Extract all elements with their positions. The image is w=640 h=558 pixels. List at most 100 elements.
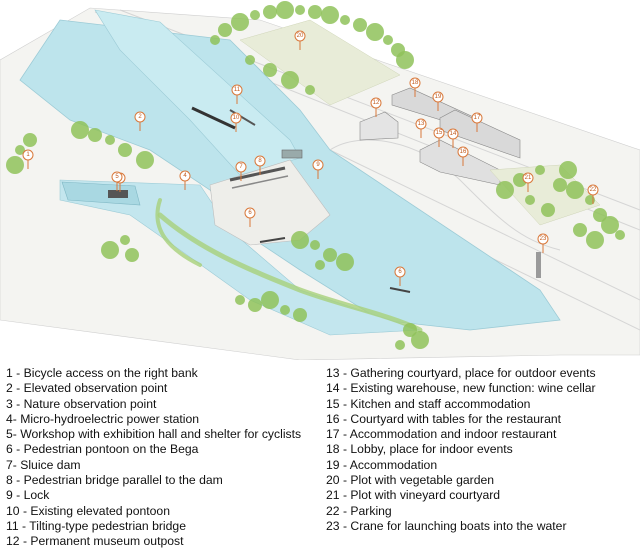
marker-circle bbox=[179, 170, 191, 182]
tree bbox=[295, 5, 305, 15]
tree bbox=[601, 216, 619, 234]
legend-item: 1 - Bicycle access on the right bank bbox=[6, 366, 198, 380]
legend-item: 16 - Courtyard with tables for the resta… bbox=[326, 411, 562, 426]
lock bbox=[281, 149, 303, 159]
marker-label: 16 bbox=[460, 149, 467, 155]
tree bbox=[136, 151, 154, 169]
tree bbox=[88, 128, 102, 142]
elevated-pontoon bbox=[191, 106, 236, 130]
marker-circle bbox=[231, 84, 243, 96]
marker-circle bbox=[471, 112, 483, 124]
tree bbox=[586, 231, 604, 249]
marker-label: 20 bbox=[297, 33, 304, 39]
marker-label: 5 bbox=[115, 174, 119, 180]
river-bank-vegetation bbox=[157, 212, 423, 333]
tree bbox=[340, 15, 350, 25]
tree bbox=[261, 291, 279, 309]
tree bbox=[125, 248, 139, 262]
tree bbox=[305, 85, 315, 95]
legend-item: 20 - Plot with vegetable garden bbox=[326, 473, 495, 488]
marker-label: 15 bbox=[436, 130, 443, 136]
tree bbox=[250, 10, 260, 20]
legend-item: 17 - Accommodation and indoor restaurant bbox=[326, 427, 557, 442]
marker-16: 16 bbox=[457, 146, 469, 166]
legend-column-right: 13 - Gathering courtyard, place for outd… bbox=[326, 366, 638, 534]
marker-circle bbox=[294, 30, 306, 42]
marker-circle bbox=[22, 149, 34, 161]
marker-label: 6 bbox=[248, 210, 252, 216]
tree bbox=[395, 340, 405, 350]
tree bbox=[263, 5, 277, 19]
legend-item: 12 - Permanent museum outpost bbox=[6, 534, 184, 549]
marker-13: 13 bbox=[415, 118, 427, 138]
legend-item: 13 - Gathering courtyard, place for outd… bbox=[326, 366, 596, 380]
markers: 12345667891011121314151617181920212223 bbox=[22, 30, 599, 286]
marker-circle bbox=[312, 159, 324, 171]
legend: 1 - Bicycle access on the right bank 2 -… bbox=[0, 366, 640, 558]
marker-circle bbox=[522, 172, 534, 184]
legend-item: 3 - Nature observation point bbox=[6, 396, 157, 411]
marker-label: 21 bbox=[525, 175, 532, 181]
legend-item: 5- Workshop with exhibition hall and she… bbox=[6, 427, 302, 442]
legend-item: 11 - Tilting-type pedestrian bridge bbox=[6, 518, 186, 533]
tree bbox=[235, 295, 245, 305]
tree bbox=[281, 71, 299, 89]
legend-item: 6 - Pedestrian pontoon on the Bega bbox=[6, 442, 199, 457]
marker-label: 10 bbox=[233, 115, 240, 121]
road-line bbox=[329, 149, 640, 301]
tree bbox=[280, 305, 290, 315]
trees bbox=[6, 1, 625, 350]
marker-10: 10 bbox=[230, 112, 242, 132]
tree bbox=[71, 121, 89, 139]
marker-19: 19 bbox=[432, 91, 444, 111]
marker-label: 13 bbox=[418, 121, 425, 127]
tree bbox=[293, 308, 307, 322]
marker-8: 8 bbox=[254, 155, 266, 175]
legend-item: 22 - Parking bbox=[326, 503, 392, 518]
tree bbox=[553, 178, 567, 192]
tree bbox=[366, 23, 384, 41]
building bbox=[359, 111, 399, 141]
marker-5: 5 bbox=[111, 171, 123, 191]
tree bbox=[218, 23, 232, 37]
legend-item: 23 - Crane for launching boats into the … bbox=[326, 518, 567, 533]
tree bbox=[541, 203, 555, 217]
tree bbox=[593, 208, 607, 222]
marker-1: 1 bbox=[22, 149, 34, 169]
tree bbox=[383, 35, 393, 45]
marker-18: 18 bbox=[409, 77, 421, 97]
tree bbox=[321, 6, 339, 24]
marker-label: 14 bbox=[450, 131, 457, 137]
marker-label: 1 bbox=[26, 152, 30, 158]
marker-9: 9 bbox=[312, 159, 324, 179]
tilting-bridge bbox=[229, 109, 256, 126]
marker-circle bbox=[537, 233, 549, 245]
tree bbox=[231, 13, 249, 31]
marker-circle bbox=[254, 155, 266, 167]
marker-7: 7 bbox=[235, 161, 247, 181]
crane bbox=[536, 252, 541, 278]
marker-23: 23 bbox=[537, 233, 549, 253]
tree bbox=[118, 143, 132, 157]
marker-11: 11 bbox=[231, 84, 243, 104]
marker-label: 22 bbox=[590, 187, 597, 193]
marker-12: 12 bbox=[370, 97, 382, 117]
marker-label: 6 bbox=[398, 269, 402, 275]
tree bbox=[210, 35, 220, 45]
marker-label: 9 bbox=[316, 162, 320, 168]
tree bbox=[566, 181, 584, 199]
marker-15: 15 bbox=[433, 127, 445, 147]
tree bbox=[323, 248, 337, 262]
marker-label: 12 bbox=[373, 100, 380, 106]
tree bbox=[310, 240, 320, 250]
tree bbox=[525, 195, 535, 205]
marker-22: 22 bbox=[587, 184, 599, 204]
pontoon bbox=[389, 287, 411, 293]
legend-item: 10 - Existing elevated pontoon bbox=[6, 503, 170, 518]
tree bbox=[248, 298, 262, 312]
marker-17: 17 bbox=[471, 112, 483, 132]
marker-circle bbox=[111, 171, 123, 183]
pontoon bbox=[259, 237, 286, 243]
tree bbox=[573, 223, 587, 237]
